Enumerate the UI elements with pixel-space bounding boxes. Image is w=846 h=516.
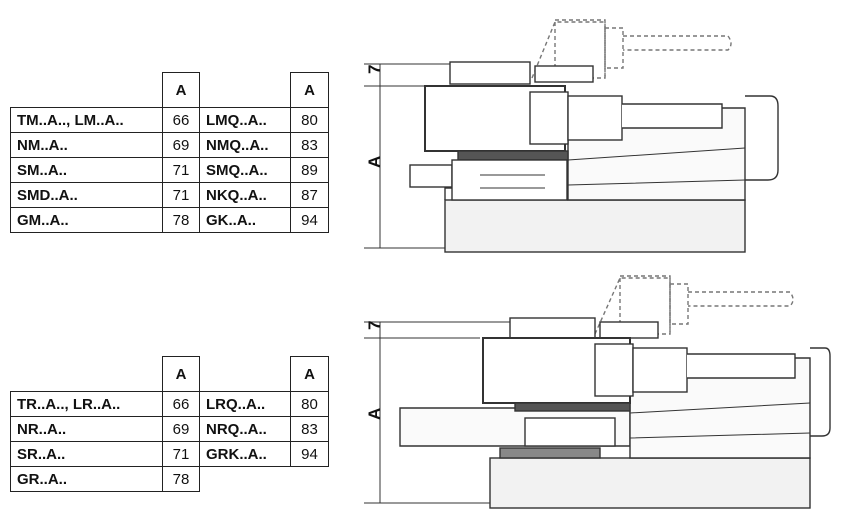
- a-value-cell: 71: [162, 157, 200, 183]
- a-value-cell: 80: [290, 391, 329, 417]
- model-code-cell: GRK..A..: [199, 441, 291, 467]
- model-code-cell: NRQ..A..: [199, 416, 291, 442]
- model-code-cell: NMQ..A..: [199, 132, 291, 158]
- a-value-cell: 69: [162, 416, 200, 442]
- rear-cover: [810, 347, 831, 437]
- a-value-cell: 69: [162, 132, 200, 158]
- model-code-cell: NR..A..: [10, 416, 163, 442]
- lower-mechanism: [451, 159, 568, 201]
- model-code-cell: NM..A..: [10, 132, 163, 158]
- lower-mechanism: [524, 417, 616, 447]
- header-cell: [11, 357, 163, 392]
- model-code-cell: SR..A..: [10, 441, 163, 467]
- model-code-cell: TR..A.., LR..A..: [10, 391, 163, 417]
- top-plate: [449, 61, 531, 85]
- a-value-cell: 94: [290, 207, 329, 233]
- housing-lines: [629, 402, 811, 439]
- a-value-cell: 66: [162, 107, 200, 133]
- base-ribs: [499, 447, 601, 459]
- a-value-cell: 87: [290, 182, 329, 208]
- model-code-cell: GM..A..: [10, 207, 163, 233]
- table-header-row: A A: [11, 72, 329, 108]
- handle-cap: [594, 343, 634, 397]
- a-value-cell: 89: [290, 157, 329, 183]
- empty-cell: [291, 467, 329, 492]
- table-row: TR..A.., LR..A.. 66 LRQ..A.. 80: [10, 391, 329, 417]
- dim-label-7: 7: [365, 65, 384, 74]
- a-value-cell: 78: [162, 207, 200, 233]
- header-cell: A: [162, 356, 200, 392]
- a-value-cell: 71: [162, 182, 200, 208]
- table-row: GR..A.. 78: [10, 466, 329, 492]
- handle-rod: [622, 103, 723, 129]
- header-cell: A: [290, 72, 329, 108]
- table-row: NM..A.. 69 NMQ..A.. 83: [10, 132, 329, 158]
- a-value-cell: 78: [162, 466, 200, 492]
- table-row: GM..A.. 78 GK..A.. 94: [10, 207, 329, 233]
- table-row: SR..A.. 71 GRK..A.. 94: [10, 441, 329, 467]
- a-value-cell: 83: [290, 132, 329, 158]
- model-code-cell: GK..A..: [199, 207, 291, 233]
- dimension-table-top: A A TM..A.., LM..A.. 66 LMQ..A.. 80 NM..…: [10, 72, 329, 233]
- dim-label-a: A: [365, 408, 384, 420]
- a-value-cell: 66: [162, 391, 200, 417]
- model-code-cell: SMD..A..: [10, 182, 163, 208]
- model-code-cell: SM..A..: [10, 157, 163, 183]
- a-value-cell: 71: [162, 441, 200, 467]
- table-row: TM..A.., LM..A.. 66 LMQ..A.. 80: [10, 107, 329, 133]
- handle-shaft: [567, 95, 623, 141]
- lower-knob: [409, 164, 453, 188]
- table-row: SM..A.. 71 SMQ..A.. 89: [10, 157, 329, 183]
- actuator-side-view-bottom: 7 A: [364, 275, 831, 509]
- dimension-table-bottom: A A TR..A.., LR..A.. 66 LRQ..A.. 80 NR..…: [10, 356, 329, 492]
- handle-cap: [529, 91, 569, 145]
- table-row: NR..A.. 69 NRQ..A.. 83: [10, 416, 329, 442]
- header-cell: A: [290, 356, 329, 392]
- header-cell: [200, 73, 291, 108]
- model-code-cell: NKQ..A..: [199, 182, 291, 208]
- top-plate: [509, 317, 596, 339]
- model-code-cell: LMQ..A..: [199, 107, 291, 133]
- dim-label-a: A: [365, 156, 384, 168]
- base-block: [444, 199, 746, 253]
- handle-rod: [687, 353, 796, 379]
- a-value-cell: 94: [290, 441, 329, 467]
- header-cell: A: [162, 72, 200, 108]
- mechanism-lines: [480, 174, 545, 189]
- top-plate-right: [599, 321, 659, 339]
- base-block: [489, 457, 811, 509]
- dim-label-7: 7: [365, 321, 384, 330]
- model-code-cell: SMQ..A..: [199, 157, 291, 183]
- table-row: SMD..A.. 71 NKQ..A.. 87: [10, 182, 329, 208]
- model-code-cell: TM..A.., LM..A..: [10, 107, 163, 133]
- top-plate-right: [534, 65, 594, 83]
- a-value-cell: 83: [290, 416, 329, 442]
- model-code-cell: LRQ..A..: [199, 391, 291, 417]
- table-header-row: A A: [11, 356, 329, 392]
- model-code-cell: GR..A..: [10, 466, 163, 492]
- header-cell: [11, 73, 163, 108]
- housing-lines: [567, 147, 746, 186]
- rotary-band: [457, 150, 569, 161]
- rotary-band: [514, 402, 631, 412]
- rear-cover: [745, 95, 779, 181]
- actuator-side-view-top: 7 A: [364, 19, 779, 253]
- a-value-cell: 80: [290, 107, 329, 133]
- handle-shaft: [632, 347, 688, 393]
- header-cell: [200, 357, 291, 392]
- empty-cell: [200, 467, 291, 492]
